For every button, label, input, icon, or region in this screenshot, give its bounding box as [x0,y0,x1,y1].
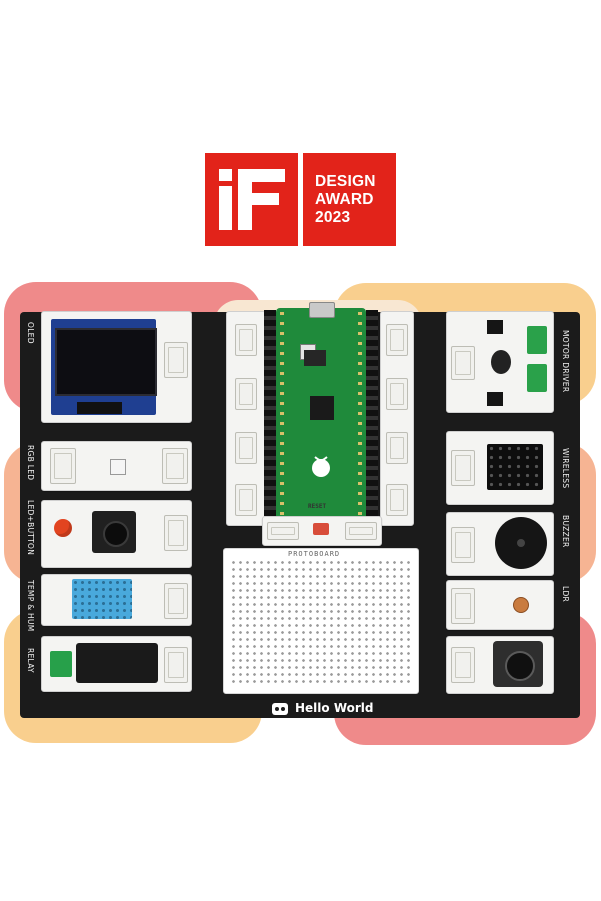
motor-driver-module [446,311,554,413]
relay-module [41,636,192,692]
center-right-connector-4 [386,484,408,516]
protoboard [223,548,419,694]
rgb-led-connector-right [162,448,188,484]
pico-left-pads [280,312,284,516]
center-left-connector-4 [235,484,257,516]
oled-connector [164,342,188,378]
reset-label: RESET [308,503,327,510]
oled-module [41,311,192,423]
motor-driver-capacitor [491,350,511,374]
wireless-module [446,431,554,505]
ldr-module [446,580,554,630]
label-led-button: LED+BUTTON [26,500,35,556]
potentiometer-knob[interactable] [505,651,535,681]
potentiometer-module [446,636,554,694]
label-ldr: LDR [561,586,570,603]
led-button-connector [164,515,188,551]
motor-terminal-bottom [527,364,547,392]
relay-terminal [50,651,72,677]
award-line-design: DESIGN [315,173,376,190]
if-design-award-logo: DESIGN AWARD 2023 [205,153,396,246]
rp2040-chip [310,396,334,420]
center-right-connector-1 [386,324,408,356]
label-motor-driver: MOTOR DRIVER [561,330,570,393]
led-button-module [41,500,192,568]
label-wireless: WIRELESS [561,448,570,489]
temp-hum-connector [164,583,188,619]
label-buzzer: BUZZER [561,515,570,548]
if-letters-icon [219,169,285,230]
pico-right-pads [358,312,362,516]
motor-driver-connector [451,346,475,380]
label-oled: OLED [26,322,35,344]
motor-terminal-top [527,326,547,354]
potentiometer-base [493,641,543,687]
center-right-connector-3 [386,432,408,464]
reset-button[interactable] [313,523,329,535]
protoboard-holes [230,559,412,687]
motor-driver-chip-bottom [487,392,503,406]
label-temp-hum: TEMP & HUM [26,580,35,632]
relay-block [76,643,158,683]
pico-left-header [264,310,276,516]
ldr-connector [451,588,475,624]
buzzer-module [446,512,554,576]
label-rgb-led: RGB LED [26,445,35,481]
reset-strip-connector-left [267,522,299,540]
center-left-connector-3 [235,432,257,464]
center-right-connector-2 [386,378,408,410]
if-logo-mark [205,153,298,246]
relay-connector [164,647,188,683]
buzzer-connector [451,527,475,563]
award-line-award: AWARD [315,191,374,208]
hello-world-label: Hello World [295,701,374,715]
reset-strip [262,516,382,546]
potentiometer-connector [451,647,475,683]
reset-strip-connector-right [345,522,377,540]
center-right-connector-strip [380,311,414,526]
oled-ribbon [77,402,122,414]
raspberry-logo-icon [312,456,330,477]
dht-sensor [72,579,132,619]
wireless-socket [487,444,543,490]
ldr-sensor [513,597,529,613]
pico-right-header [366,310,378,516]
wireless-connector [451,450,475,486]
label-relay: RELAY [26,648,35,673]
oled-screen [55,328,157,396]
center-left-connector-strip [226,311,266,526]
push-button-cap [103,521,129,547]
award-text-box: DESIGN AWARD 2023 [303,153,396,246]
award-line-year: 2023 [315,209,351,226]
motor-driver-chip-top [487,320,503,334]
mascot-icon [272,703,288,715]
rgb-led-connector-left [50,448,76,484]
raspberry-pi-pico [276,302,366,520]
rgb-led-chip [110,459,126,475]
center-left-connector-2 [235,378,257,410]
rgb-led-module [41,441,192,491]
flash-chip [304,350,326,366]
red-led [54,519,72,537]
temp-hum-module [41,574,192,626]
buzzer-hole [517,539,525,547]
push-button [92,511,136,553]
usb-port [309,302,335,318]
center-left-connector-1 [235,324,257,356]
protoboard-label: PROTOBOARD [288,550,341,558]
buzzer [495,517,547,569]
